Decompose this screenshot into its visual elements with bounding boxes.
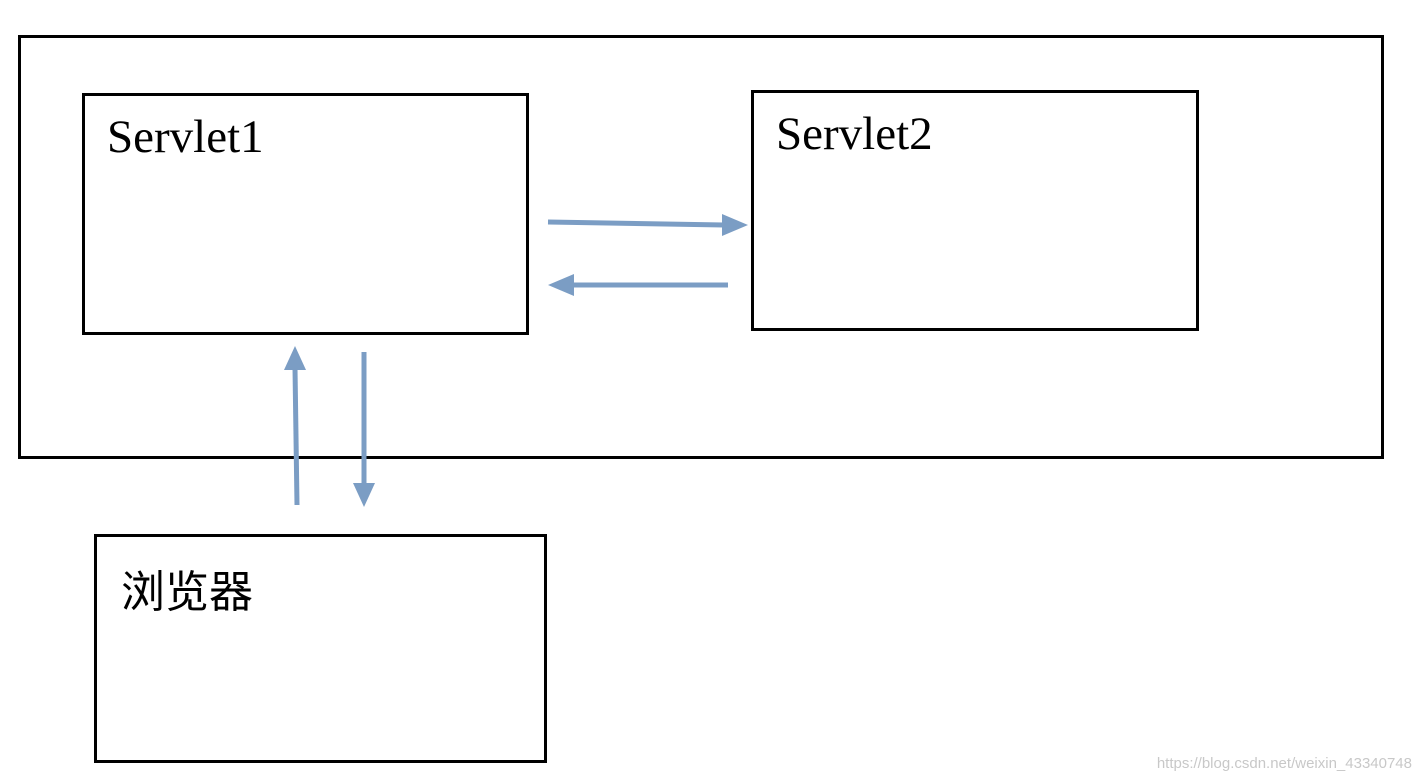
server-container-box xyxy=(18,35,1384,459)
servlet1-label: Servlet1 xyxy=(107,111,264,163)
arrow-servlet1-to-browser xyxy=(353,352,375,507)
browser-box: 浏览器 xyxy=(94,534,547,763)
arrowhead xyxy=(353,483,375,507)
arrow-servlet1-to-servlet2 xyxy=(547,214,748,236)
servlet2-label: Servlet2 xyxy=(776,108,933,160)
servlet2-box: Servlet2 xyxy=(751,90,1199,331)
arrow-shaft xyxy=(547,219,725,228)
arrow-shaft xyxy=(292,367,300,506)
arrowhead xyxy=(284,346,306,370)
browser-label: 浏览器 xyxy=(121,567,253,618)
servlet1-box: Servlet1 xyxy=(82,93,529,335)
arrow-servlet2-to-servlet1 xyxy=(548,274,728,296)
watermark-text: https://blog.csdn.net/weixin_43340748 xyxy=(1156,755,1412,772)
arrowhead xyxy=(722,214,748,236)
arrowhead xyxy=(548,274,574,296)
arrow-browser-to-servlet1 xyxy=(284,346,306,506)
